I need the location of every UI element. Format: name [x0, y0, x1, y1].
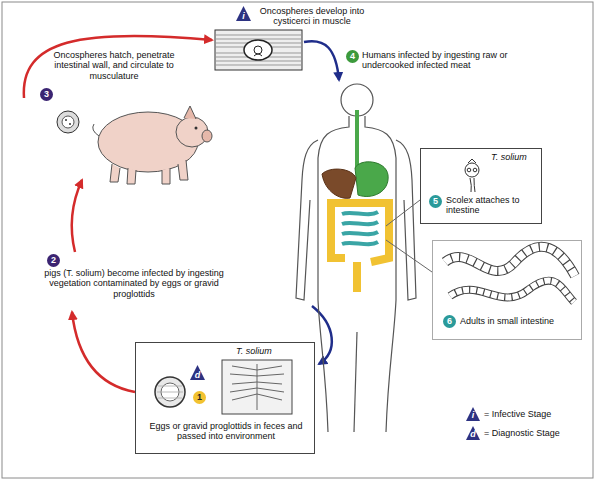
callout-number: 4 [346, 50, 359, 63]
pig-part [184, 106, 196, 119]
adult-worms-part [445, 247, 575, 276]
muscle-cysticercus-part [254, 54, 262, 56]
stage-symbol-letter: d [466, 430, 480, 439]
adult-worms-part [450, 281, 574, 302]
scolex-part [473, 168, 477, 172]
stage-text: Oncospheres develop into cysticerci in m… [254, 6, 370, 27]
digestive-tract [322, 110, 389, 292]
scolex-part [470, 178, 475, 192]
human-figure-part [318, 116, 349, 432]
callout-number: 1 [193, 391, 206, 404]
cycle-arrow-part [304, 41, 339, 80]
human-figure-part [396, 140, 416, 300]
leader-line-part [386, 200, 420, 226]
callout-number: 3 [40, 88, 53, 101]
pig-part [93, 124, 99, 136]
stage-text: pigs (T. solium) become infected by inge… [36, 268, 232, 299]
cycle-arrow-part [72, 180, 82, 252]
triangle-shape [466, 407, 480, 421]
triangle-shape [466, 426, 480, 440]
digestive-tract-part [322, 169, 356, 198]
callout-number: 6 [443, 315, 456, 328]
muscle-cysticercus [215, 30, 302, 70]
stage-text: Scolex attaches to intestine [446, 195, 538, 216]
triangle-shape [190, 365, 205, 380]
oncosphere-part [62, 116, 74, 128]
stage-text: Oncospheres hatch, penetrate intestinal … [46, 50, 182, 81]
scolex-part [465, 163, 479, 177]
gravid-proglottid [222, 360, 292, 414]
oncosphere [57, 111, 79, 133]
species-label: T. solium [491, 152, 537, 162]
scolex [465, 159, 479, 192]
muscle-cysticercus-part [244, 40, 272, 60]
oncosphere-part [69, 123, 71, 125]
stage-text: Eggs or gravid proglottids in feces and … [146, 421, 306, 442]
oncosphere-part [57, 111, 79, 133]
scolex-part [467, 168, 471, 172]
stage-box: 6 Adults in small intestine [432, 240, 582, 340]
stage-symbol-letter: i [466, 411, 480, 420]
callout-number: 2 [47, 254, 60, 267]
human-figure [296, 84, 416, 432]
egg-part [157, 386, 183, 398]
stage-text: Adults in small intestine [460, 316, 578, 326]
stage-box: T. solium d 1Eggs or gravid proglottids in… [135, 342, 315, 454]
pig [93, 106, 212, 184]
pig-part [110, 160, 188, 184]
muscle-cysticercus-part [254, 46, 262, 54]
human-figure-part [296, 140, 318, 300]
pig-part [195, 127, 198, 130]
digestive-tract-part [355, 162, 388, 197]
legend-text: = Infective Stage [484, 409, 584, 419]
gravid-proglottid-part [222, 360, 292, 414]
triangle-shape [236, 6, 251, 21]
gravid-proglottid-part [230, 364, 284, 410]
species-label: T. solium [236, 346, 296, 356]
leader-line-part [386, 240, 432, 272]
egg [155, 377, 185, 407]
stage-symbol: d [190, 365, 205, 380]
scolex-part [468, 159, 476, 163]
digestive-tract-part [342, 212, 378, 244]
stage-symbol: i [466, 407, 480, 421]
pig-part [202, 130, 212, 142]
cycle-arrow [24, 36, 339, 392]
stage-box: T. solium 5 Scolex attaches to intestine [420, 148, 542, 224]
egg-part [155, 377, 185, 407]
muscle-cysticercus-part [216, 35, 301, 65]
stage-symbol: d [466, 426, 480, 440]
digestive-tract-part [331, 203, 389, 292]
adult-worms [445, 247, 575, 302]
cycle-arrow-part [24, 36, 212, 98]
leader-line [386, 200, 432, 272]
stage-symbol-letter: i [236, 11, 251, 21]
human-figure-part [354, 332, 357, 432]
stage-symbol: i [236, 6, 251, 21]
adult-worms-part [445, 247, 575, 276]
callout-number: 5 [429, 195, 442, 208]
cycle-arrow-part [72, 312, 135, 392]
adult-worms-part [450, 281, 574, 302]
stage-text: Humans infected by ingesting raw or unde… [362, 50, 530, 71]
digestive-tract-part [355, 110, 359, 170]
muscle-cysticercus-part [215, 30, 302, 70]
legend-text: = Diagnostic Stage [484, 428, 584, 438]
oncosphere-part [65, 119, 67, 121]
stage-symbol-letter: d [190, 370, 205, 380]
